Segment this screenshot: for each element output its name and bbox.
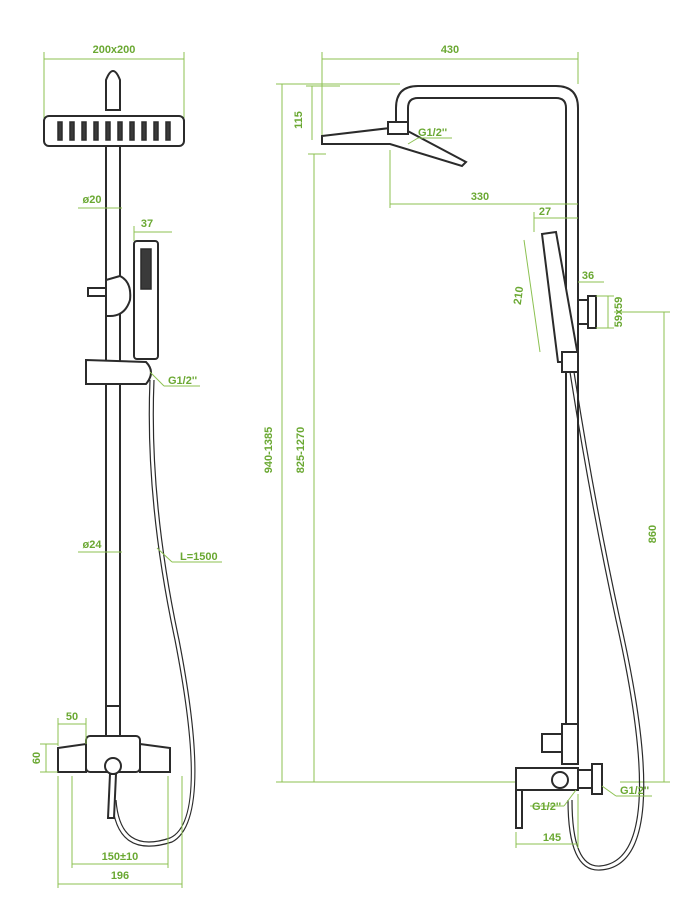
head-size-label: 200x200: [93, 44, 136, 56]
dim-head-width: 200x200: [43, 44, 185, 118]
handshower-width-label: 37: [141, 218, 153, 230]
dim-inlet-spacing: 150±10: [71, 776, 169, 868]
front-rail: [105, 145, 121, 707]
mixer-height-label: 60: [31, 752, 43, 764]
dim-mixer-height: 60: [31, 743, 58, 773]
outlet-height-label: 860: [647, 525, 659, 543]
mixer-depth-label: 50: [66, 711, 78, 723]
dim-mixer-width: 196: [57, 776, 183, 888]
dim-handshower-depth: 27: [533, 206, 578, 232]
hose-length-label: L=1500: [180, 551, 218, 563]
side-hose-outer: [567, 371, 645, 871]
dim-bracket-offset: 36: [578, 270, 604, 283]
head-connector-label: G1/2'': [418, 127, 447, 139]
front-mixer: [57, 705, 171, 819]
dim-mixer-depth: 50: [57, 711, 87, 746]
dim-outlet-height: 860: [620, 312, 670, 783]
dim-handshower-connector: G1/2'': [149, 371, 200, 387]
side-shower-arm: [395, 85, 579, 731]
rail-diameter-top-label: ø20: [83, 194, 102, 206]
arm-span-label: 430: [441, 44, 459, 56]
side-mixer: [515, 723, 603, 829]
dim-bracket-size: 59x59: [596, 295, 670, 329]
dim-rail-bottom: ø24: [78, 539, 122, 553]
handshower-connector-label: G1/2'': [168, 375, 197, 387]
rail-diameter-bottom-label: ø24: [83, 539, 103, 551]
dim-hose-length: L=1500: [156, 547, 222, 563]
head-offset-label: 115: [293, 111, 305, 129]
inlet-connector-label: G1/2'': [532, 801, 561, 813]
rail-height-label: 825-1270: [295, 427, 307, 474]
side-bracket: [577, 295, 597, 329]
arm-reach-label: 330: [471, 191, 489, 203]
mixer-width-label: 196: [111, 870, 129, 882]
handshower-length-label: 210: [512, 286, 526, 306]
total-height-label: 940-1385: [263, 427, 275, 474]
front-shower-arm: [105, 70, 121, 111]
bracket-offset-label: 36: [582, 270, 594, 282]
dim-head-offset: 115: [293, 85, 340, 140]
inlet-spacing-label: 150±10: [102, 851, 139, 863]
dim-handshower-length: 210: [512, 239, 541, 353]
dim-handshower-width: 37: [133, 218, 172, 241]
front-hose-outer: [111, 379, 196, 847]
dim-arm-span: 430: [321, 44, 579, 140]
front-rain-head: [43, 115, 185, 147]
dim-inlet-connector: G1/2'': [530, 789, 577, 813]
dim-mixer-projection: 145: [515, 794, 579, 848]
outlet-connector-label: G1/2'': [620, 785, 649, 797]
dim-outlet-connector: G1/2'': [601, 785, 652, 797]
front-hose: [115, 379, 192, 843]
side-rain-head: [321, 121, 468, 168]
bracket-size-label: 59x59: [613, 297, 625, 328]
mixer-projection-label: 145: [543, 832, 561, 844]
front-hand-shower: [133, 240, 159, 360]
front-slide-holder: [85, 358, 152, 385]
front-diverter-lever: [87, 287, 107, 297]
front-diverter-knob: [105, 274, 132, 317]
dim-rail-top: ø20: [78, 194, 122, 209]
side-hose: [569, 371, 641, 867]
dim-arm-reach: 330: [389, 150, 578, 208]
handshower-depth-label: 27: [539, 206, 551, 218]
dim-total-height: 940-1385: [263, 83, 400, 782]
front-view: 200x200 ø20: [31, 44, 222, 888]
side-view: 430 G1/2'' 115 330: [263, 44, 670, 871]
dim-head-connector: G1/2'': [407, 127, 452, 145]
side-hand-shower: [540, 230, 580, 373]
dim-rail-height: 825-1270: [295, 153, 326, 782]
